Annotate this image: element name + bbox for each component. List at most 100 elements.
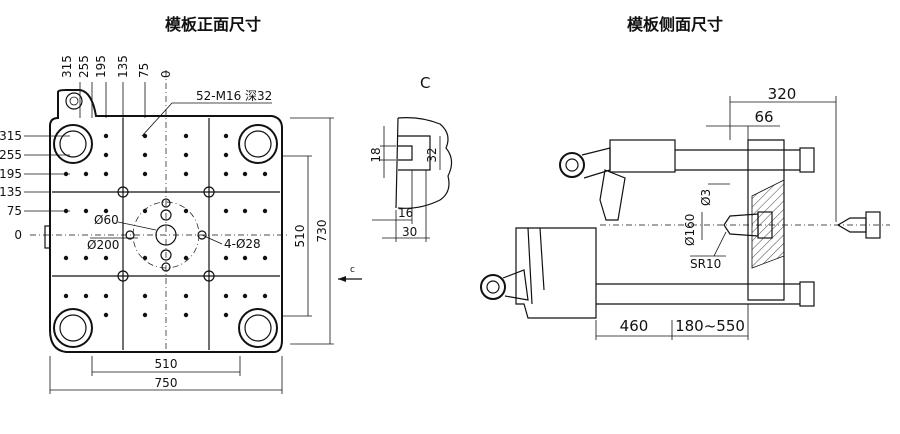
tap-hole xyxy=(142,312,148,318)
tap-hole xyxy=(223,293,229,299)
fixed-platen xyxy=(747,139,785,301)
ejector-hole-28 xyxy=(117,270,129,282)
tap-hole xyxy=(103,208,109,214)
phi200-label: Ø200 xyxy=(87,238,119,252)
tap-hole xyxy=(83,293,89,299)
tap-hole xyxy=(142,133,148,139)
upper-cross-head xyxy=(609,139,676,173)
dim-18: 18 xyxy=(369,147,383,162)
left-label-255: 255 xyxy=(0,148,22,162)
link-bracket xyxy=(599,169,626,221)
ejector-hole xyxy=(161,198,171,208)
tie-bar-hole-bottom-right xyxy=(238,308,278,348)
tap-hole xyxy=(103,293,109,299)
sprue-bushing xyxy=(723,213,759,237)
ejector-hole-28 xyxy=(203,186,215,198)
side-platen-view: 320 66 Ø3 Ø160 SR10 460 180~550 xyxy=(480,85,890,340)
upper-link xyxy=(581,147,611,179)
ejector-holes-callout: 4-Ø28 xyxy=(224,237,261,251)
front-view-title: 模板正面尺寸 xyxy=(165,15,261,34)
tap-hole xyxy=(183,312,189,318)
tap-hole xyxy=(242,293,248,299)
tap-hole xyxy=(223,255,229,261)
tap-hole xyxy=(63,255,69,261)
toggle-pin-lower xyxy=(480,274,506,300)
tap-hole xyxy=(142,293,148,299)
ejector-hole xyxy=(125,230,135,240)
tap-hole xyxy=(242,255,248,261)
top-label-0: 0 xyxy=(159,70,173,78)
left-label-0: 0 xyxy=(14,228,22,242)
left-label-75: 75 xyxy=(7,204,22,218)
phi60-label: Ø60 xyxy=(94,213,119,227)
dim-16: 16 xyxy=(398,206,413,220)
dim-30: 30 xyxy=(402,225,417,239)
tap-hole-grid xyxy=(63,133,268,318)
left-label-135: 135 xyxy=(0,185,22,199)
toggle-pin-upper xyxy=(559,152,585,178)
dim-320: 320 xyxy=(768,85,797,103)
tie-bar-hole-bottom-left xyxy=(53,308,93,348)
tap-hole xyxy=(83,208,89,214)
tap-hole xyxy=(223,312,229,318)
detail-c-label: C xyxy=(420,74,430,92)
tap-hole xyxy=(223,152,229,158)
tap-hole xyxy=(183,293,189,299)
dim-32: 32 xyxy=(425,147,439,162)
tap-hole xyxy=(103,255,109,261)
phi160-label: Ø160 xyxy=(683,214,697,246)
tap-hole xyxy=(183,255,189,261)
tap-hole xyxy=(262,293,268,299)
top-label-315: 315 xyxy=(60,55,74,78)
tap-hole xyxy=(103,152,109,158)
phi60-leader xyxy=(117,221,157,231)
lifting-lug xyxy=(65,92,83,110)
ejector-hole xyxy=(161,262,171,272)
side-view-title: 模板侧面尺寸 xyxy=(627,15,723,34)
moving-platen xyxy=(515,227,597,319)
sr10-label: SR10 xyxy=(690,257,721,271)
top-label-75: 75 xyxy=(137,63,151,78)
platen-section-hatch xyxy=(751,179,785,269)
tie-bar-nut-bottom xyxy=(799,281,815,307)
tap-hole xyxy=(103,312,109,318)
dim-510-horizontal: 510 xyxy=(155,357,178,371)
tap-hole xyxy=(142,255,148,261)
ejector-hole-28 xyxy=(117,186,129,198)
tap-hole xyxy=(83,171,89,177)
tap-hole-callout: 52-M16 深32 xyxy=(196,89,272,103)
left-label-195: 195 xyxy=(0,167,22,181)
ejector-hole xyxy=(160,209,172,221)
view-arrowhead xyxy=(338,276,346,282)
dim-460: 460 xyxy=(620,317,649,335)
ejector-hole xyxy=(197,230,207,240)
t-slot-profile xyxy=(395,117,453,209)
tap-hole xyxy=(183,171,189,177)
tap-hole xyxy=(83,255,89,261)
tap-hole xyxy=(103,171,109,177)
tap-hole xyxy=(183,208,189,214)
tie-bar-hole-top-right xyxy=(238,124,278,164)
tap-hole xyxy=(262,171,268,177)
tap-hole xyxy=(142,152,148,158)
top-label-195: 195 xyxy=(94,55,108,78)
holes-callout-leader xyxy=(201,234,223,245)
tie-bar-hole-top-left xyxy=(53,124,93,164)
lifting-lug-hole xyxy=(69,96,79,106)
tap-hole xyxy=(142,171,148,177)
ejector-hole xyxy=(160,249,172,261)
front-platen-view: 315 255 195 135 75 0 315 255 195 135 75 … xyxy=(0,55,334,394)
tap-hole xyxy=(103,133,109,139)
dim-750: 750 xyxy=(155,376,178,390)
tap-hole xyxy=(142,208,148,214)
tap-hole xyxy=(183,133,189,139)
ejector-hole-28 xyxy=(203,270,215,282)
dim-510-vertical: 510 xyxy=(293,225,307,248)
tap-hole xyxy=(223,171,229,177)
dim-stroke-range: 180~550 xyxy=(675,317,745,335)
t-slot-detail-c: C 18 32 16 30 c xyxy=(338,74,453,282)
tap-hole xyxy=(242,208,248,214)
dim-66: 66 xyxy=(754,108,773,126)
tap-hole xyxy=(223,133,229,139)
